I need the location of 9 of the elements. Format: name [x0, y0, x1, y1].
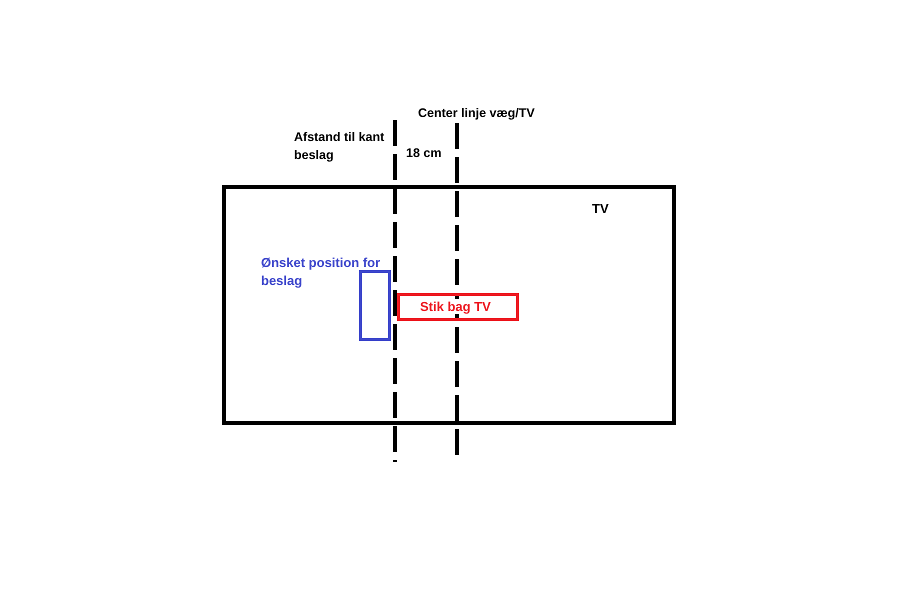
- node-label: Stik bag TV: [418, 299, 493, 314]
- tv-outline: [222, 185, 676, 425]
- node-label: TV: [590, 201, 611, 216]
- mount-position-box: [359, 270, 391, 341]
- annotation-text: Afstand til kant beslag: [294, 129, 386, 164]
- annotation-text: Center linje væg/TV: [418, 105, 536, 122]
- socket-box: [397, 293, 519, 321]
- position-note: Ønsket position for beslag: [261, 254, 382, 290]
- annotation-text: 18 cm: [406, 145, 442, 162]
